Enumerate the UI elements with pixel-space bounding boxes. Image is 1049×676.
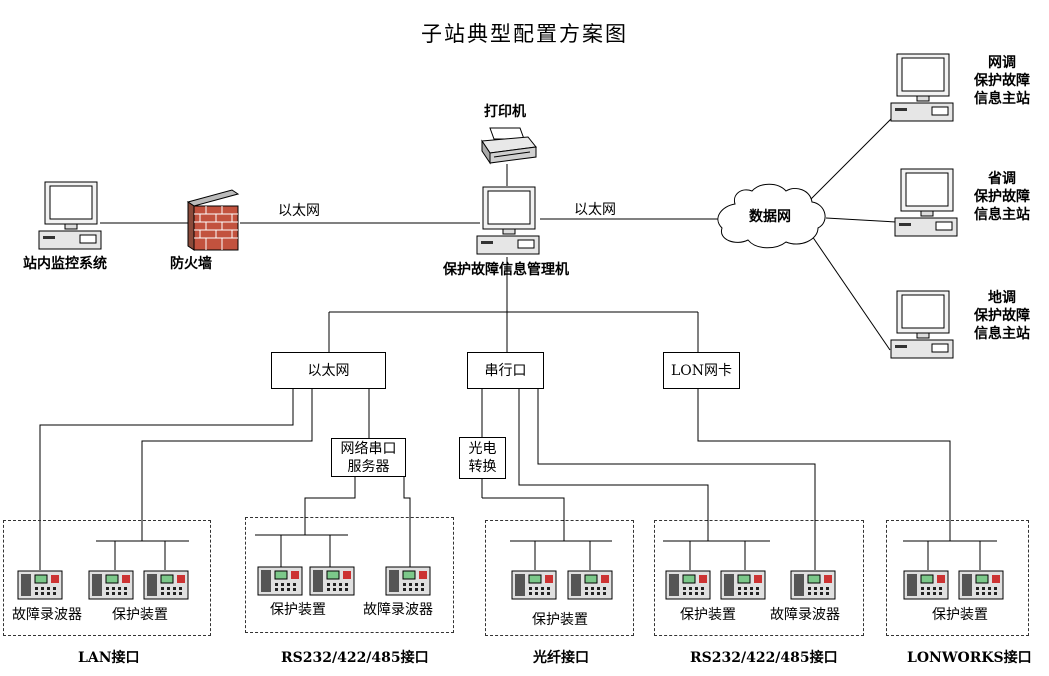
relay-device-icon [665,570,711,600]
remote-station-1-line3: 信息主站 [974,91,1030,107]
device-label-protection: 保护装置 [932,607,988,623]
serial-interface-label: 串行口 [484,362,527,379]
diagram-title: 子站典型配置方案图 [421,22,628,46]
computer-icon [38,181,102,250]
ethernet-right-label: 以太网 [574,202,616,218]
optical-converter-box: 光电 转换 [459,437,506,479]
remote-station-1-label: 网调 保护故障 信息主站 [966,54,1038,108]
caption-fiber: 光纤接口 [533,650,589,666]
remote-station-1-line1: 网调 [988,55,1016,71]
device-label-fault-recorder: 故障录波器 [12,607,82,623]
remote-station-2-label: 省调 保护故障 信息主站 [966,170,1038,224]
device-label-fault-recorder: 故障录波器 [363,602,433,618]
device-label-protection: 保护装置 [680,607,736,623]
ethernet-interface-label: 以太网 [307,362,350,379]
relay-device-icon [143,570,189,600]
group-lonworks [886,520,1029,636]
remote-station-3-label: 地调 保护故障 信息主站 [966,289,1038,343]
remote-station-3-line1: 地调 [988,290,1016,306]
device-label-protection: 保护装置 [532,612,588,628]
relay-device-icon [958,570,1004,600]
lon-interface-box: LON网卡 [663,352,740,389]
manager-label: 保护故障信息管理机 [443,262,569,278]
relay-device-icon [385,566,431,596]
device-label-protection: 保护装置 [112,607,168,623]
relay-device-icon [309,566,355,596]
computer-icon [890,53,954,122]
computer-icon [890,290,954,359]
relay-device-icon [88,570,134,600]
device-label-protection: 保护装置 [270,602,326,618]
remote-station-3-line2: 保护故障 [974,308,1030,324]
net-serial-server-line2: 服务器 [347,458,390,475]
serial-interface-box: 串行口 [467,352,544,389]
computer-icon [894,168,958,237]
remote-station-2-line2: 保护故障 [974,189,1030,205]
cloud-icon [717,183,826,249]
printer-label: 打印机 [484,104,526,120]
remote-station-1-line2: 保护故障 [974,73,1030,89]
caption-lonworks: LONWORKS接口 [907,650,1032,666]
local-monitor-label: 站内监控系统 [23,256,107,272]
computer-icon [476,186,540,255]
relay-device-icon [567,570,613,600]
ethernet-interface-box: 以太网 [271,352,386,389]
caption-rs232-a: RS232/422/485接口 [281,650,429,666]
relay-device-icon [17,570,63,600]
group-lan [3,520,211,636]
relay-device-icon [720,570,766,600]
group-rs232-a [245,517,454,633]
ethernet-left-label: 以太网 [278,203,320,219]
optical-converter-line2: 转换 [468,459,497,475]
net-serial-server-line1: 网络串口 [340,440,397,457]
firewall-icon [186,189,240,251]
optical-converter-line1: 光电 [468,441,497,457]
relay-device-icon [790,570,836,600]
caption-lan: LAN接口 [78,650,140,666]
relay-device-icon [511,570,557,600]
net-serial-server-box: 网络串口 服务器 [331,438,406,477]
lon-interface-label: LON网卡 [670,362,733,379]
data-network-label: 数据网 [749,209,791,225]
remote-station-2-line1: 省调 [988,171,1016,187]
relay-device-icon [903,570,949,600]
printer-icon [481,127,537,165]
remote-station-3-line3: 信息主站 [974,326,1030,342]
group-fiber [485,520,634,636]
relay-device-icon [257,566,303,596]
device-label-fault-recorder: 故障录波器 [770,607,840,623]
caption-rs232-b: RS232/422/485接口 [690,650,838,666]
group-rs232-b [654,520,864,636]
firewall-label: 防火墙 [170,256,212,272]
remote-station-2-line3: 信息主站 [974,207,1030,223]
